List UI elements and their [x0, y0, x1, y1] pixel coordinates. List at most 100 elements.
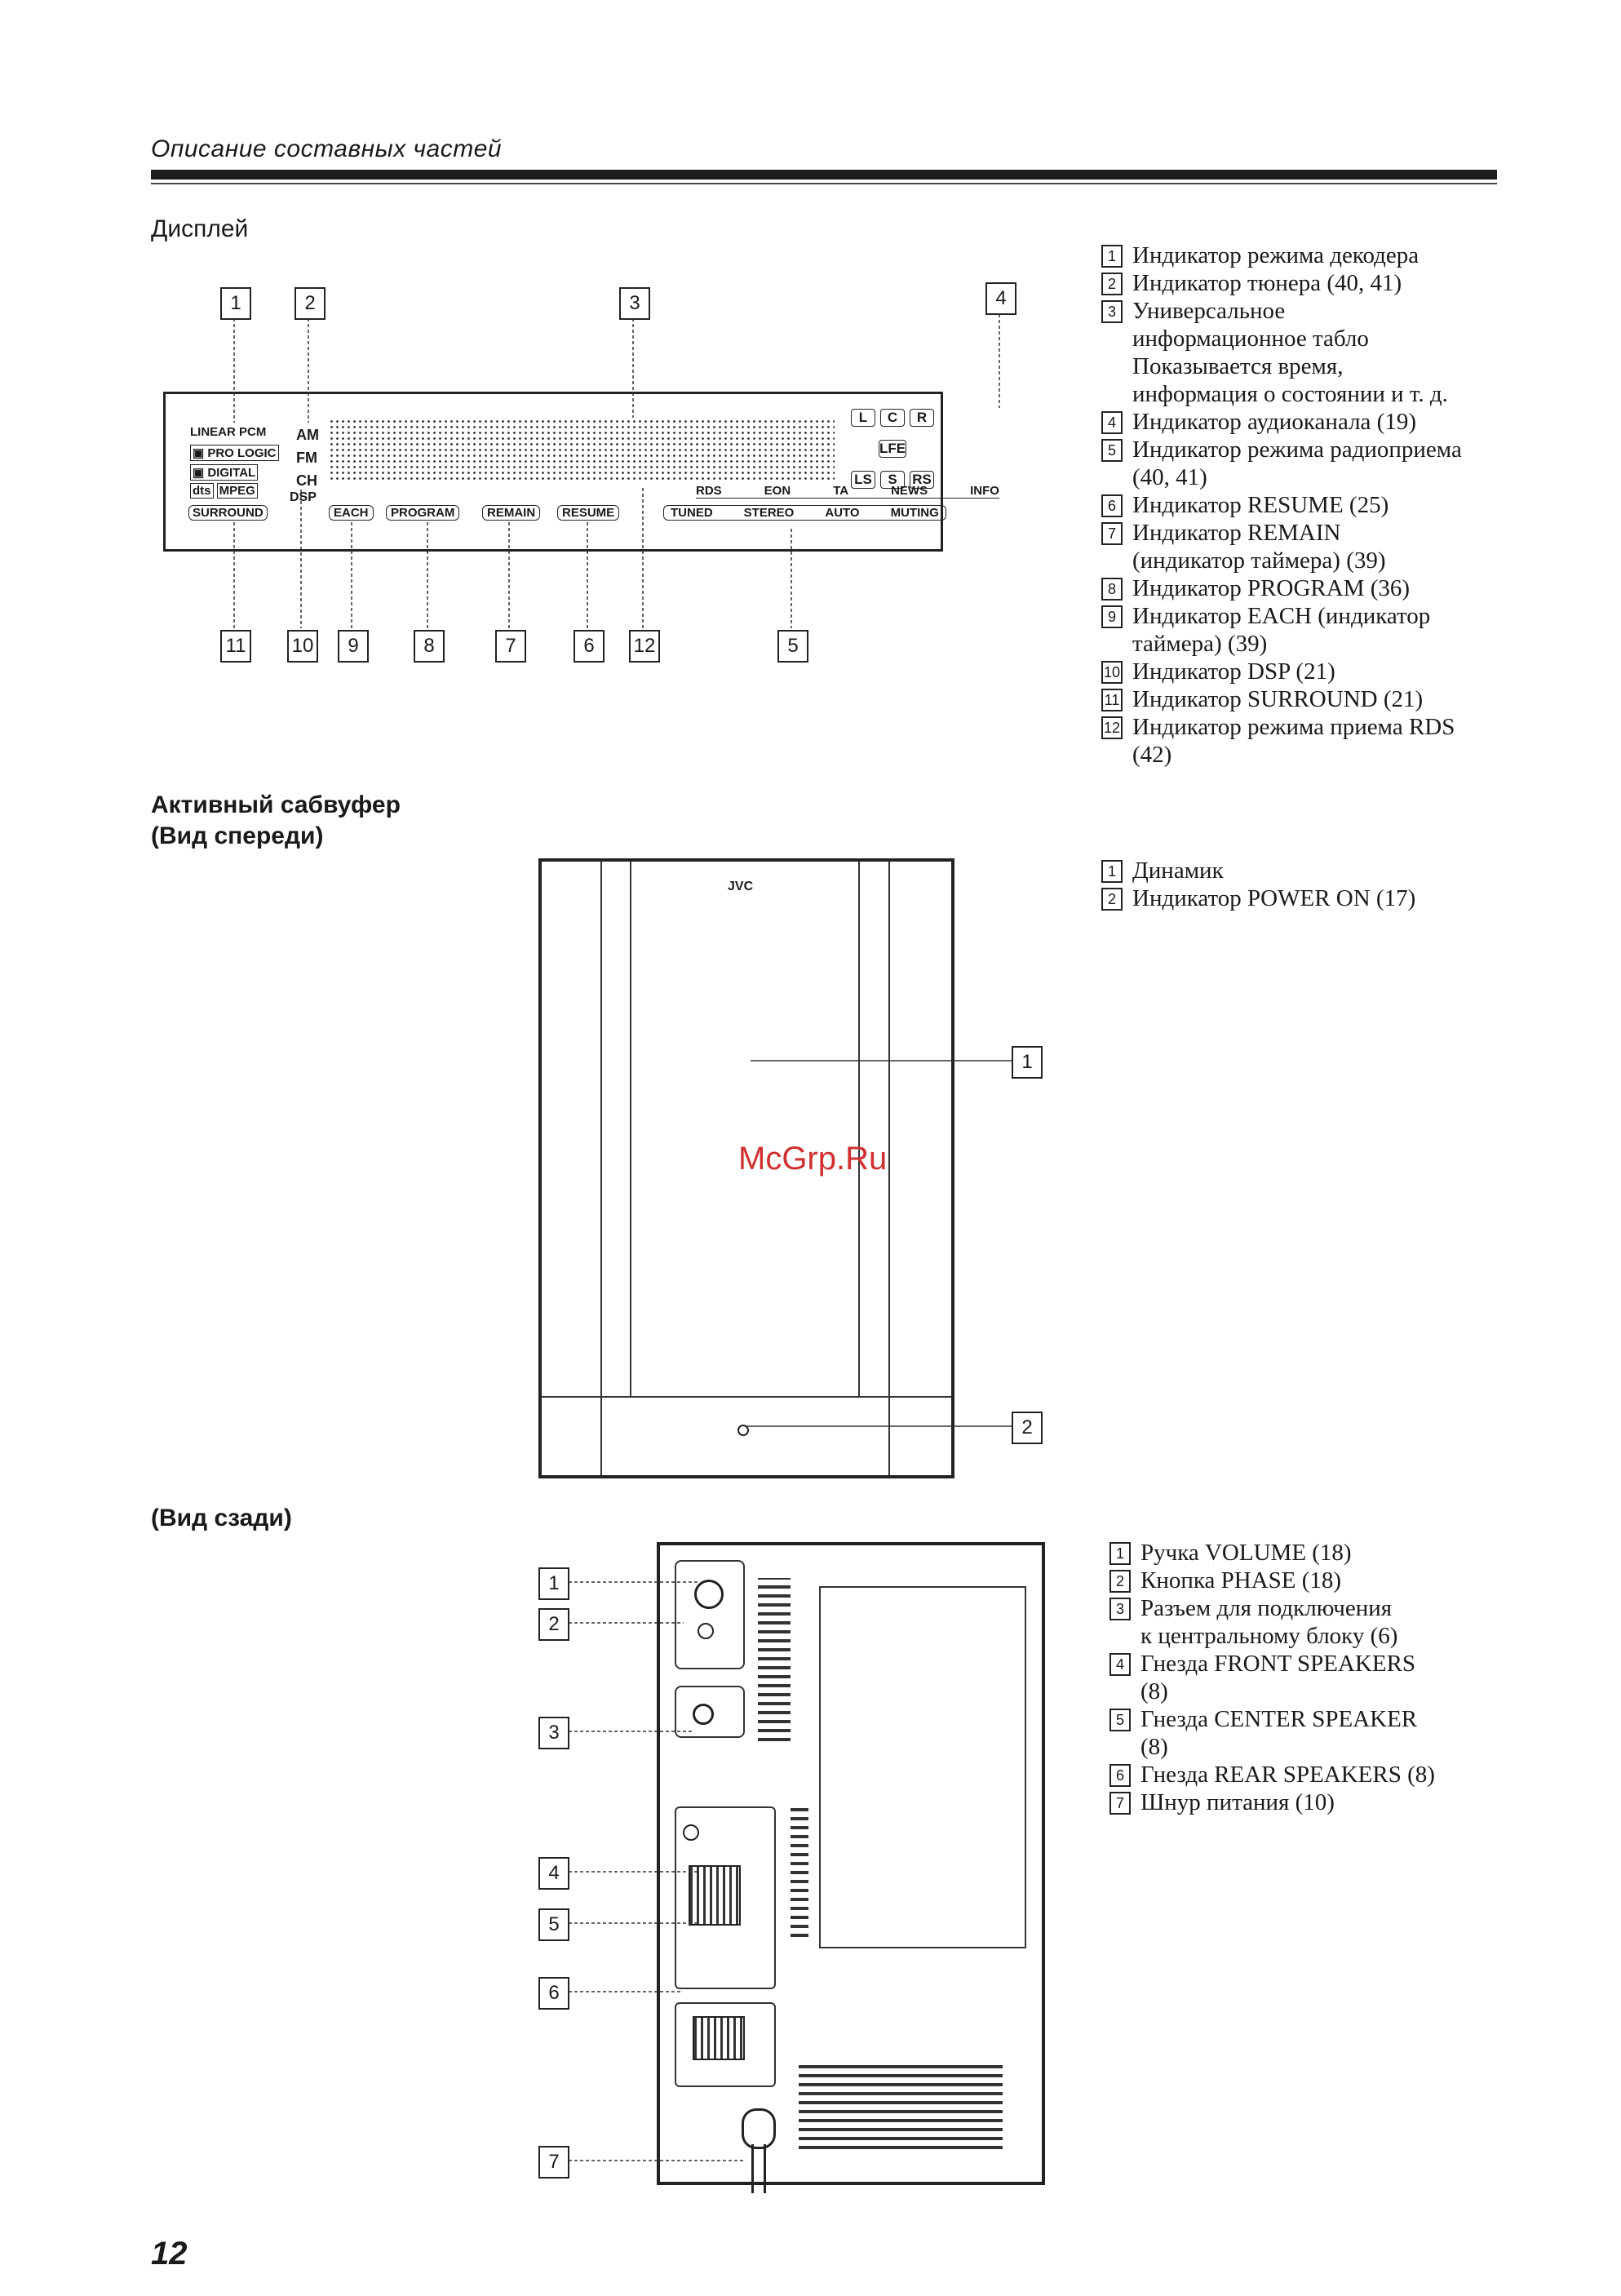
- vent-left-lower: [791, 1806, 808, 1937]
- label-remain: REMAIN: [482, 505, 541, 521]
- power-cord-icon: [742, 2108, 776, 2149]
- label-ch-c: C: [880, 409, 905, 427]
- rear-callout-6: 6: [538, 1977, 569, 2010]
- label-ch-r: R: [910, 409, 934, 427]
- label-program: PROGRAM: [386, 505, 460, 521]
- front-center-terminals: [689, 1865, 741, 1926]
- label-ch: CH: [296, 472, 317, 489]
- display-callout-2: 2: [295, 287, 326, 320]
- connector-panel: [675, 1686, 745, 1738]
- label-digital: ▣ DIGITAL: [190, 464, 259, 481]
- power-indicator-icon: [737, 1425, 749, 1436]
- volume-phase-panel: [675, 1560, 745, 1669]
- label-rds: RDS: [696, 484, 722, 498]
- display-callout-10: 10: [287, 630, 318, 663]
- rear-callout-1: 1: [538, 1567, 569, 1600]
- display-callout-3: 3: [619, 287, 650, 320]
- display-callout-11: 11: [220, 630, 251, 663]
- tuner-mode-row: TUNED STEREO AUTO MUTING: [663, 505, 946, 521]
- subwoofer-front-diagram: JVC: [538, 858, 954, 1478]
- rear-callout-4: 4: [538, 1857, 569, 1890]
- display-callout-7: 7: [495, 630, 526, 663]
- rear-callout-7: 7: [538, 2146, 569, 2179]
- label-am: AM: [296, 427, 319, 443]
- watermark: McGrp.Ru: [738, 1141, 888, 1177]
- rear-label-plate: [819, 1586, 1026, 1948]
- header-rule-thin: [151, 183, 1497, 184]
- label-ta: TA: [833, 484, 849, 498]
- display-callout-8: 8: [414, 630, 445, 663]
- label-tuned: TUNED: [671, 506, 713, 520]
- label-info: INFO: [970, 484, 999, 498]
- subwoofer-rear-title: (Вид сзади): [151, 1505, 292, 1531]
- page-title: Описание составных частей: [151, 135, 503, 162]
- rear-terminal-panel: [675, 2002, 776, 2087]
- label-dsp: DSP: [290, 490, 317, 504]
- display-callout-12: 12: [629, 630, 660, 663]
- jvc-logo: JVC: [728, 880, 754, 893]
- front-callout-1: 1: [1012, 1046, 1043, 1079]
- label-ch-lfe: LFE: [879, 440, 906, 458]
- vent-bottom: [799, 2059, 1003, 2149]
- rear-speaker-terminals: [693, 2016, 745, 2060]
- subwoofer-front-title: Активный сабвуфер (Вид спереди): [151, 791, 401, 849]
- display-panel: LINEAR PCM ▣ PRO LOGIC ▣ DIGITAL dts MPE…: [163, 392, 999, 552]
- label-eon: EON: [764, 484, 791, 498]
- page-number: 12: [151, 2236, 188, 2272]
- display-callout-1: 1: [220, 287, 251, 320]
- info-dot-display: [329, 419, 835, 482]
- label-stereo: STEREO: [743, 506, 795, 520]
- label-fm: FM: [296, 450, 317, 466]
- display-callout-4: 4: [985, 282, 1016, 315]
- front-callout-2: 2: [1012, 1412, 1043, 1444]
- label-auto: AUTO: [825, 506, 860, 520]
- volume-knob-icon: [694, 1580, 724, 1609]
- display-callout-5: 5: [777, 630, 808, 663]
- label-ch-s: S: [880, 471, 905, 489]
- channel-grid: L C R LFE LS S RS: [851, 409, 934, 499]
- rear-callout-2: 2: [538, 1608, 569, 1641]
- rear-callout-3: 3: [538, 1717, 569, 1749]
- vent-left-upper: [758, 1578, 791, 1741]
- speaker-terminal-panel: [675, 1806, 776, 1989]
- label-ch-rs: RS: [910, 471, 934, 489]
- label-ch-l: L: [851, 409, 875, 427]
- display-callout-9: 9: [338, 630, 369, 663]
- subwoofer-rear-diagram: [657, 1542, 1045, 2193]
- phase-button-icon: [698, 1623, 714, 1639]
- label-resume: RESUME: [557, 505, 620, 521]
- label-dts-mpeg: dts MPEG: [190, 483, 258, 499]
- rds-indicator-row: RDS EON TA NEWS INFO: [696, 484, 999, 499]
- display-callout-6: 6: [574, 630, 605, 663]
- header-rule: [151, 170, 1497, 180]
- label-surround: SURROUND: [188, 505, 268, 521]
- rear-callout-5: 5: [538, 1908, 569, 1941]
- label-pro-logic: ▣ PRO LOGIC: [190, 445, 279, 461]
